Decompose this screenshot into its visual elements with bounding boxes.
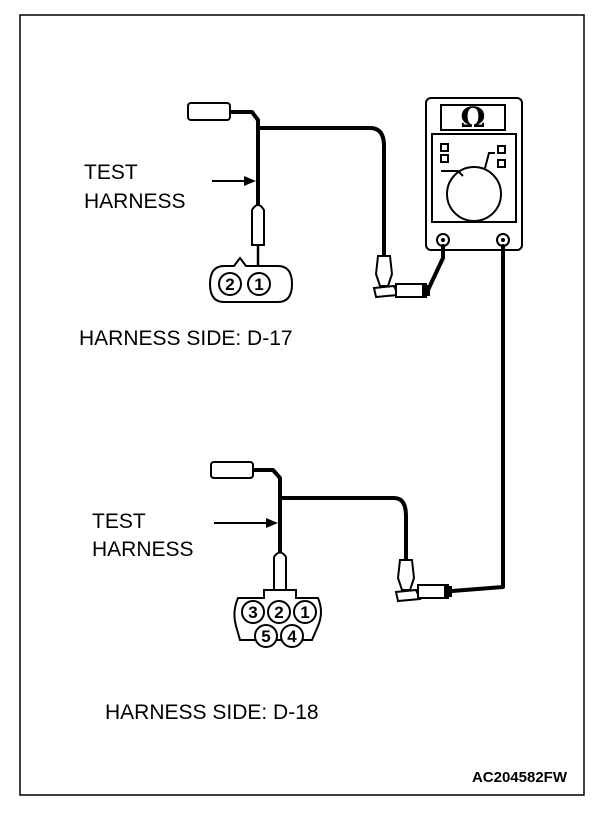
- d18-harness-wire: [251, 468, 408, 562]
- d17-clip-jaws: [372, 284, 400, 299]
- d17-test-harness-label-line2: HARNESS: [84, 190, 186, 213]
- ohm-symbol: Ω: [461, 101, 486, 134]
- d18-pin-4-label: 4: [287, 627, 297, 646]
- d17-harness-end-plug: [187, 102, 231, 121]
- d18-meter-lead-plug: [417, 584, 449, 599]
- d17-pin-2-icon: [218, 272, 242, 296]
- multimeter: Ω: [425, 97, 523, 251]
- dial-pointer-right-icon: [484, 152, 495, 169]
- d18-clip-body: [396, 559, 416, 591]
- figure-frame: [19, 14, 585, 796]
- d17-probe-pin: [251, 204, 265, 246]
- d18-harness-end-plug: [210, 461, 254, 479]
- d18-pin-4-icon: [280, 624, 304, 648]
- d17-pin-1-icon: [247, 272, 271, 296]
- connector-d17-group: 2 1 TEST HARNESS HARNESS SIDE: D-17: [79, 102, 430, 350]
- mode-indicator-right-2: [497, 159, 506, 168]
- d18-pin-5-label: 5: [261, 627, 270, 646]
- d17-meter-lead-plug-cap: [422, 285, 430, 296]
- d18-test-harness-label-line2: HARNESS: [92, 538, 194, 561]
- d18-pin-3-label: 3: [248, 603, 257, 622]
- d17-caption: HARNESS SIDE: D-17: [79, 327, 293, 350]
- d18-caption: HARNESS SIDE: D-18: [105, 701, 319, 724]
- dial-pointer-icon: [441, 170, 464, 177]
- d17-pointer-arrow-icon: [244, 176, 256, 186]
- d18-pin-1-label: 1: [300, 603, 309, 622]
- d18-clip-jaws: [394, 588, 422, 603]
- d18-pin-5-icon: [254, 624, 278, 648]
- connector-d18-group: 3 2 1 5 4 TEST HARNESS HARNESS SIDE: D-1…: [92, 461, 452, 724]
- d18-pin-2-icon: [267, 600, 291, 624]
- d18-pin-1-icon: [293, 600, 317, 624]
- multimeter-display: [440, 104, 506, 131]
- terminal-com-dot: [441, 238, 445, 242]
- d18-pin-2-label: 2: [274, 603, 283, 622]
- selector-dial-icon: [446, 166, 502, 222]
- d17-harness-wire: [227, 110, 386, 258]
- d17-clip-body: [374, 255, 394, 287]
- mode-indicator-right-1: [497, 145, 506, 154]
- d17-test-harness-label-line1: TEST: [84, 161, 138, 184]
- d18-test-harness-label-line1: TEST: [92, 510, 146, 533]
- d18-meter-lead-plug-cap: [444, 586, 452, 597]
- mode-indicator-left-1: [440, 143, 449, 152]
- terminal-ohm-dot: [501, 238, 505, 242]
- meter-lead-ohm: [450, 244, 505, 593]
- mode-indicator-left-2: [440, 154, 449, 163]
- d17-pin-1-label: 1: [254, 275, 263, 294]
- d18-pin-3-icon: [241, 600, 265, 624]
- d18-pointer-arrow-icon: [266, 518, 278, 528]
- d17-pin-2-label: 2: [225, 275, 234, 294]
- figure-id: AC204582FW: [472, 769, 568, 786]
- d17-meter-lead-plug: [395, 283, 427, 298]
- d18-probe-pin: [273, 551, 287, 593]
